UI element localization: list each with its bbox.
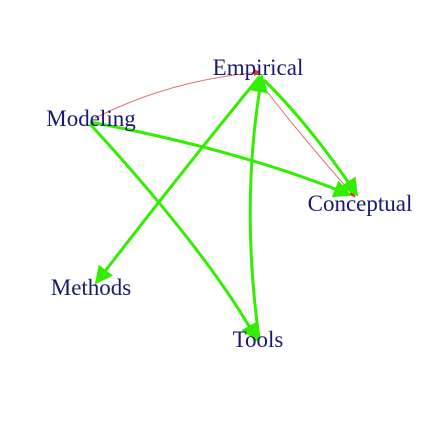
nodes-layer: Empirical Modeling Conceptual Methods To… <box>46 55 412 352</box>
node-methods: Methods <box>51 275 132 300</box>
edge-modeling-tools <box>88 122 259 342</box>
edge-modeling-conceptual <box>89 120 352 198</box>
node-tools: Tools <box>233 327 284 352</box>
edges-layer <box>88 69 359 342</box>
node-modeling: Modeling <box>46 106 136 131</box>
edge-modeling-empirical <box>94 69 261 119</box>
node-conceptual: Conceptual <box>308 191 413 216</box>
edge-empirical-methods <box>94 75 262 285</box>
node-empirical: Empirical <box>213 55 304 80</box>
edge-tools-empirical <box>248 74 269 339</box>
edge-empirical-conceptual <box>262 78 359 197</box>
